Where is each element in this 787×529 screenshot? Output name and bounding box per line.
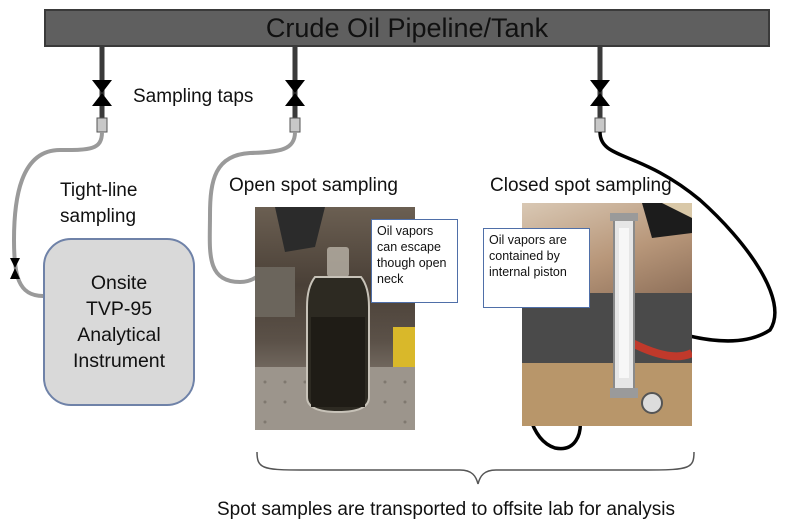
- tight-line-hose: [11, 131, 104, 298]
- tight-line-label-line1: Tight-line: [60, 180, 138, 201]
- tight-line-valve-icon: [10, 258, 20, 279]
- sampling-tap-2: [285, 47, 305, 133]
- pipeline-tank-bar: Crude Oil Pipeline/Tank: [44, 9, 770, 47]
- open-spot-photo: [255, 207, 415, 430]
- sampling-tap-3: [590, 47, 610, 133]
- closed-spot-label: Closed spot sampling: [490, 175, 672, 196]
- onsite-instrument-box: Onsite TVP-95 Analytical Instrument: [43, 238, 195, 406]
- sampling-taps-label: Sampling taps: [133, 86, 254, 107]
- caption-text: Spot samples are transported to offsite …: [217, 499, 676, 520]
- open-spot-callout: Oil vapors can escape though open neck: [371, 219, 458, 303]
- open-spot-callout-text: Oil vapors can escape though open neck: [377, 224, 447, 286]
- open-spot-photo-illustration: [255, 207, 415, 430]
- instrument-line-2: TVP-95: [85, 298, 153, 320]
- instrument-line-4: Instrument: [72, 350, 166, 372]
- pipeline-title: Crude Oil Pipeline/Tank: [265, 12, 549, 43]
- grouping-brace: [256, 451, 695, 485]
- open-spot-label: Open spot sampling: [229, 175, 398, 196]
- tight-line-label-line2: sampling: [60, 206, 137, 227]
- closed-spot-callout: Oil vapors are contained by internal pis…: [483, 228, 590, 308]
- instrument-line-1: Onsite: [90, 272, 148, 294]
- open-spot-hose: [207, 131, 297, 285]
- instrument-line-3: Analytical: [77, 324, 161, 346]
- closed-spot-callout-text: Oil vapors are contained by internal pis…: [489, 233, 567, 279]
- sampling-tap-1: [92, 47, 112, 133]
